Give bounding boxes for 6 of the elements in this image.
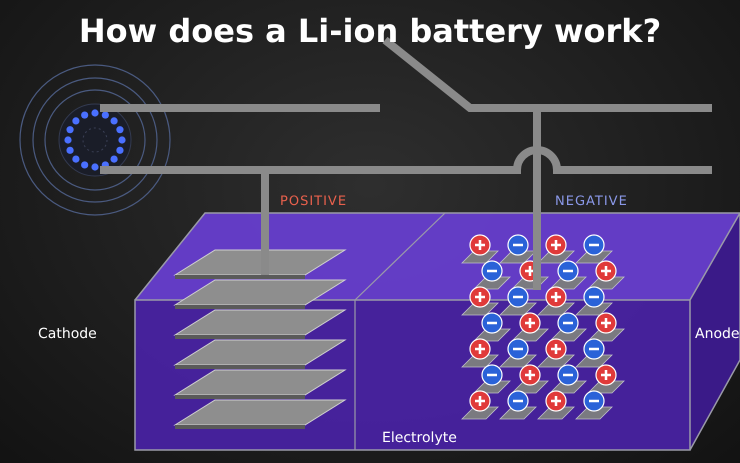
title: How does a Li-ion battery work?: [78, 12, 662, 50]
part-label: Anode: [695, 326, 740, 342]
part-label: Electrolyte: [382, 430, 457, 446]
part-label: Cathode: [38, 326, 97, 342]
terminal-label: POSITIVE: [280, 194, 348, 209]
terminal-label: NEGATIVE: [555, 194, 628, 209]
